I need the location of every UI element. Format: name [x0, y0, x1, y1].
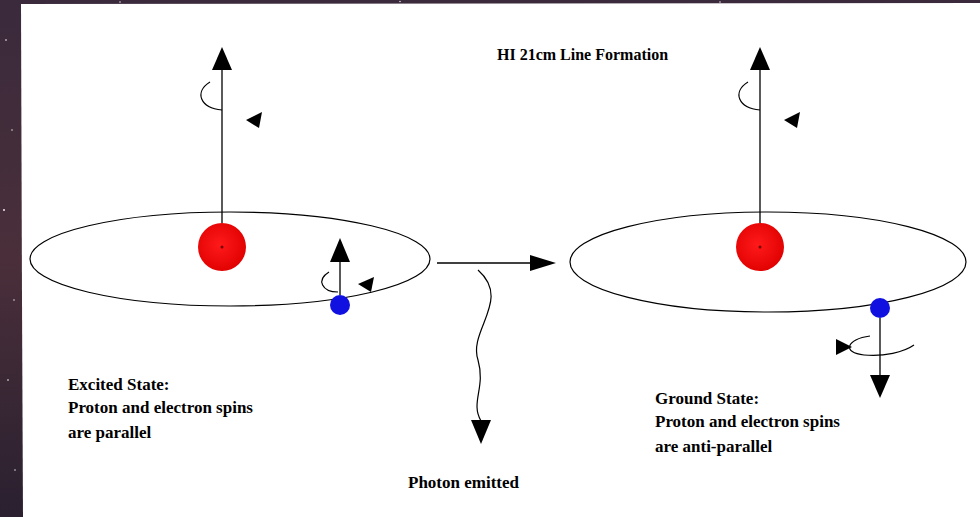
electron — [870, 298, 890, 318]
transition-arrow — [437, 262, 532, 263]
state-heading: Excited State: — [68, 372, 170, 397]
photon-label: Photon emitted — [408, 470, 519, 495]
white-panel — [21, 3, 980, 517]
state-heading: Ground State: — [655, 386, 759, 411]
arrowhead — [750, 47, 770, 70]
state-description: Proton and electron spins are parallel — [68, 395, 257, 445]
arrowhead — [530, 255, 556, 271]
diagram-title: HI 21cm Line Formation — [497, 42, 668, 67]
proton-center — [221, 246, 224, 249]
rotation-arrow — [201, 82, 222, 110]
proton-spin-axis — [759, 68, 760, 223]
state-description: Proton and electron spins are anti-paral… — [655, 409, 844, 459]
proton-center — [759, 246, 762, 249]
rotation-arrow — [739, 82, 760, 110]
arrowhead — [358, 277, 374, 292]
electron-spin-axis — [879, 318, 880, 377]
arrowhead — [836, 339, 852, 355]
photon-wave — [476, 270, 491, 421]
arrowhead — [246, 112, 262, 128]
arrowhead — [330, 238, 350, 262]
proton-spin-axis — [221, 68, 222, 223]
arrowhead — [870, 375, 890, 398]
arrowhead — [471, 420, 491, 444]
proton — [198, 223, 246, 271]
rotation-arrow — [322, 272, 338, 292]
orbit-ellipse — [30, 212, 430, 306]
arrowhead — [784, 112, 800, 128]
orbit-ellipse — [570, 212, 966, 312]
proton — [736, 223, 784, 271]
rotation-arrow — [850, 336, 914, 355]
electron — [330, 295, 350, 315]
electron-spin-axis — [339, 260, 340, 295]
arrowhead — [212, 47, 232, 70]
